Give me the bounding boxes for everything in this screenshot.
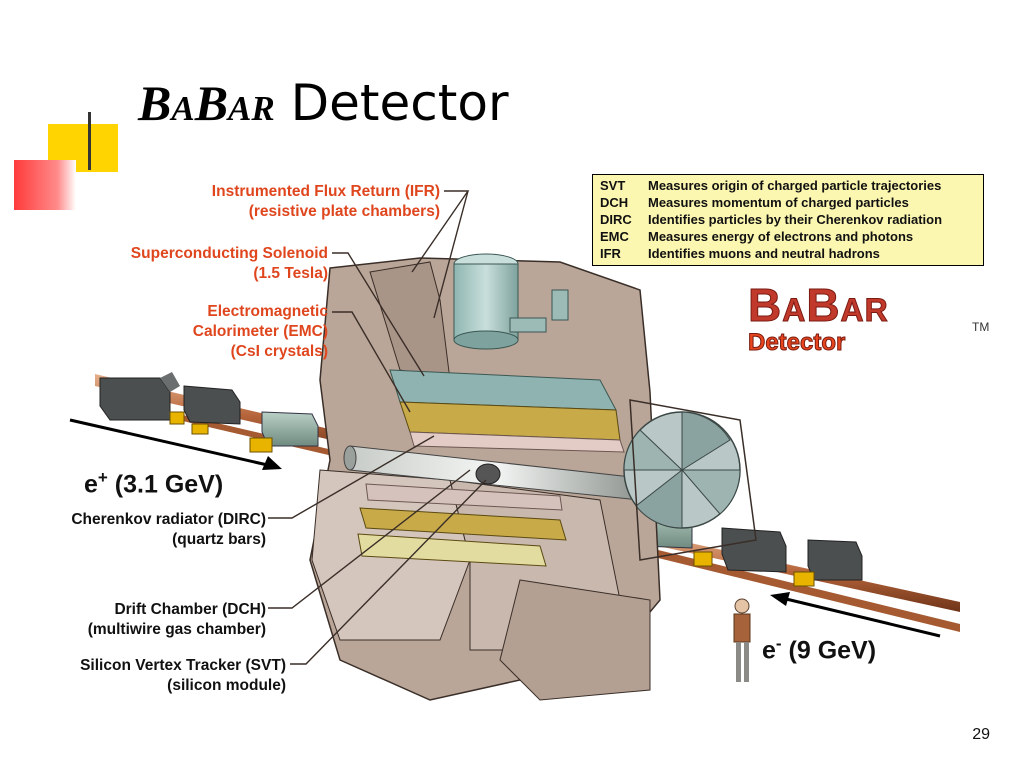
label-dch: Drift Chamber (DCH) (multiwire gas chamb… [20, 600, 266, 640]
logo-babar-text: BaBar [748, 279, 889, 331]
electron-beam-label: e- (9 GeV) [762, 634, 876, 665]
logo-trademark: TM [972, 320, 990, 334]
label-dch-line2: (multiwire gas chamber) [87, 621, 266, 638]
dirc-layer [365, 431, 625, 511]
label-dirc-line1: Cherenkov radiator (DIRC) [71, 511, 266, 528]
cryostat-tank [453, 253, 569, 350]
label-svt-line1: Silicon Vertex Tracker (SVT) [80, 657, 286, 674]
label-ifr-line1: Instrumented Flux Return (IFR) [211, 183, 440, 200]
magnet-left-far [99, 372, 180, 421]
positron-beam-arrow [69, 418, 282, 470]
corner-red-square [14, 160, 76, 210]
legend-abbr: DIRC [600, 212, 632, 227]
label-dirc-line2: (quartz bars) [172, 531, 266, 548]
label-svt: Silicon Vertex Tracker (SVT) (silicon mo… [20, 656, 286, 696]
legend-abbr: DCH [600, 195, 629, 210]
magnet-right-far [793, 539, 863, 587]
corner-vertical-line [88, 112, 91, 170]
legend-desc: Measures origin of charged particle traj… [648, 178, 942, 193]
label-solenoid-line1: Superconducting Solenoid [130, 245, 328, 262]
subsystem-legend: SVT Measures origin of charged particle t… [592, 174, 984, 266]
label-dch-line1: Drift Chamber (DCH) [114, 601, 266, 618]
label-svt-line2: (silicon module) [167, 677, 286, 694]
babar-logo: BaBar TM Detector [748, 279, 990, 357]
legend-abbr: EMC [600, 229, 629, 244]
label-ifr: Instrumented Flux Return (IFR) (resistiv… [150, 182, 440, 222]
legend-desc: Measures energy of electrons and photons [648, 229, 914, 244]
legend-desc: Measures momentum of charged particles [648, 195, 909, 210]
legend-table: SVT Measures origin of charged particle t… [600, 178, 942, 263]
magnet-left-green [249, 411, 319, 453]
legend-row: DIRC Identifies particles by their Cheren… [600, 212, 942, 229]
legend-row: IFR Identifies muons and neutral hadrons [600, 246, 942, 263]
electron-symbol: e [762, 636, 776, 665]
label-ifr-line2: (resistive plate chambers) [248, 203, 440, 220]
electron-beam-arrow [770, 592, 941, 638]
label-emc-line3: (CsI crystals) [230, 343, 328, 360]
label-emc-line2: Calorimeter (EMC) [192, 323, 328, 340]
legend-row: EMC Measures energy of electrons and phot… [600, 229, 942, 246]
positron-charge: + [97, 468, 108, 487]
person-scale-figure [733, 598, 751, 682]
positron-symbol: e [84, 470, 98, 499]
backward-endcap [623, 399, 757, 561]
legend-abbr: SVT [600, 178, 626, 193]
page-number: 29 [972, 726, 990, 743]
legend-row: SVT Measures origin of charged particle t… [600, 178, 942, 195]
magnet-left-mid [169, 385, 241, 435]
label-emc: Electromagnetic Calorimeter (EMC) (CsI c… [100, 302, 328, 362]
magnet-right-mid [693, 527, 787, 573]
electron-energy: (9 GeV) [781, 636, 877, 665]
title-babar: BaBar [138, 75, 275, 131]
callout-lines [268, 190, 487, 665]
label-emc-line1: Electromagnetic [207, 303, 328, 320]
positron-energy: (3.1 GeV) [107, 470, 224, 499]
positron-beam-label: e+ (3.1 GeV) [84, 468, 223, 499]
legend-row: DCH Measures momentum of charged particle… [600, 195, 942, 212]
label-solenoid-line2: (1.5 Tesla) [253, 265, 328, 282]
electron-charge: - [775, 634, 782, 653]
slide-title: BaBar Detector [138, 74, 509, 132]
legend-desc: Identifies muons and neutral hadrons [648, 246, 880, 261]
legend-abbr: IFR [600, 246, 621, 261]
title-detector: Detector [274, 74, 509, 132]
label-dirc: Cherenkov radiator (DIRC) (quartz bars) [20, 510, 266, 550]
legend-desc: Identifies particles by their Cherenkov … [648, 212, 943, 227]
label-solenoid: Superconducting Solenoid (1.5 Tesla) [80, 244, 328, 284]
logo-detector-text: Detector [748, 329, 846, 356]
